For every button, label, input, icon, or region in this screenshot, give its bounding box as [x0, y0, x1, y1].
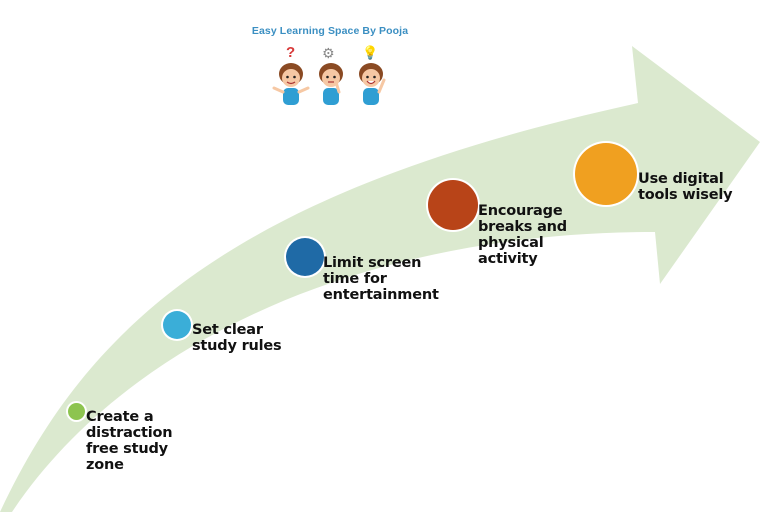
mascot-thinking: ⚙: [319, 46, 343, 105]
mascot-idea: 💡: [359, 45, 386, 105]
step-2-label: Set clear study rules: [192, 322, 282, 354]
step-1-dot: [68, 403, 85, 420]
brand-title: Easy Learning Space By Pooja: [251, 25, 409, 37]
step-5-dot: [575, 143, 637, 205]
step-2-dot: [163, 311, 191, 339]
mascot-group: ? ⚙ 💡: [272, 44, 386, 105]
step-4-dot: [428, 180, 478, 230]
question-mark-icon: ?: [286, 44, 295, 61]
step-3-dot: [286, 238, 324, 276]
curved-arrow: [0, 46, 760, 512]
step-5-label: Use digital tools wisely: [638, 171, 733, 203]
step-4-label: Encourage breaks and physical activity: [478, 203, 567, 267]
step-1-label: Create a distraction free study zone: [86, 409, 173, 473]
step-3-label: Limit screen time for entertainment: [323, 255, 439, 303]
mascot-question: ?: [272, 44, 310, 105]
lightbulb-icon: 💡: [362, 45, 378, 61]
gears-icon: ⚙: [322, 46, 335, 62]
